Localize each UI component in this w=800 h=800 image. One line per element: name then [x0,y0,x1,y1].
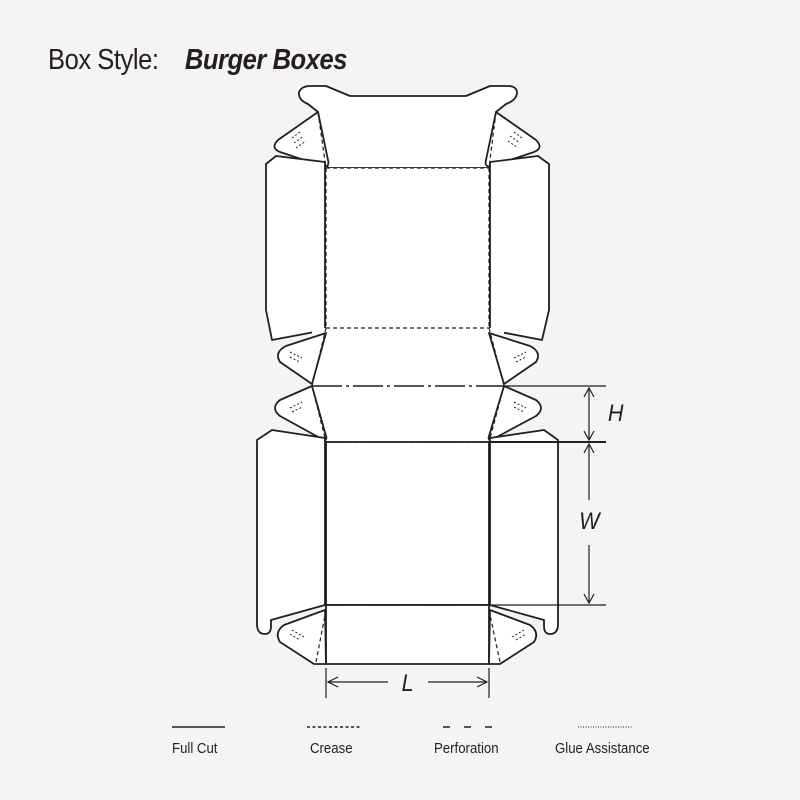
box-style-name: Burger Boxes [184,44,348,76]
front-wall-panel [325,604,490,665]
lid-panel [326,168,489,328]
length-dimension-label: L [401,670,414,697]
back-wall-panel [312,328,504,442]
base-panel [325,441,490,606]
glue-marks [289,131,527,641]
legend-perforation: Perforation [434,740,499,757]
mid-right-upper-gusset [488,332,539,385]
top-right-side-panel [489,155,550,341]
height-dimension-label: H [607,400,624,427]
top-left-side-panel [265,155,326,341]
bottom-right-side-panel [489,429,559,635]
mid-left-lower-gusset [274,385,328,441]
crease-lines [311,111,505,663]
mid-right-lower-gusset [487,385,542,441]
width-dimension-label: W [579,508,600,535]
legend-crease: Crease [310,740,353,757]
box-style-label: Box Style: [48,44,159,76]
legend-full-cut: Full Cut [172,740,218,757]
page-title: Box Style: Burger Boxes [48,44,347,77]
bottom-left-dust-flap [276,609,327,665]
top-tuck-flap [298,85,518,169]
dimension-lines [325,385,606,698]
bottom-left-side-panel [256,429,326,635]
mid-left-upper-gusset [277,332,327,385]
legend-glue-assistance: Glue Assistance [555,740,650,757]
